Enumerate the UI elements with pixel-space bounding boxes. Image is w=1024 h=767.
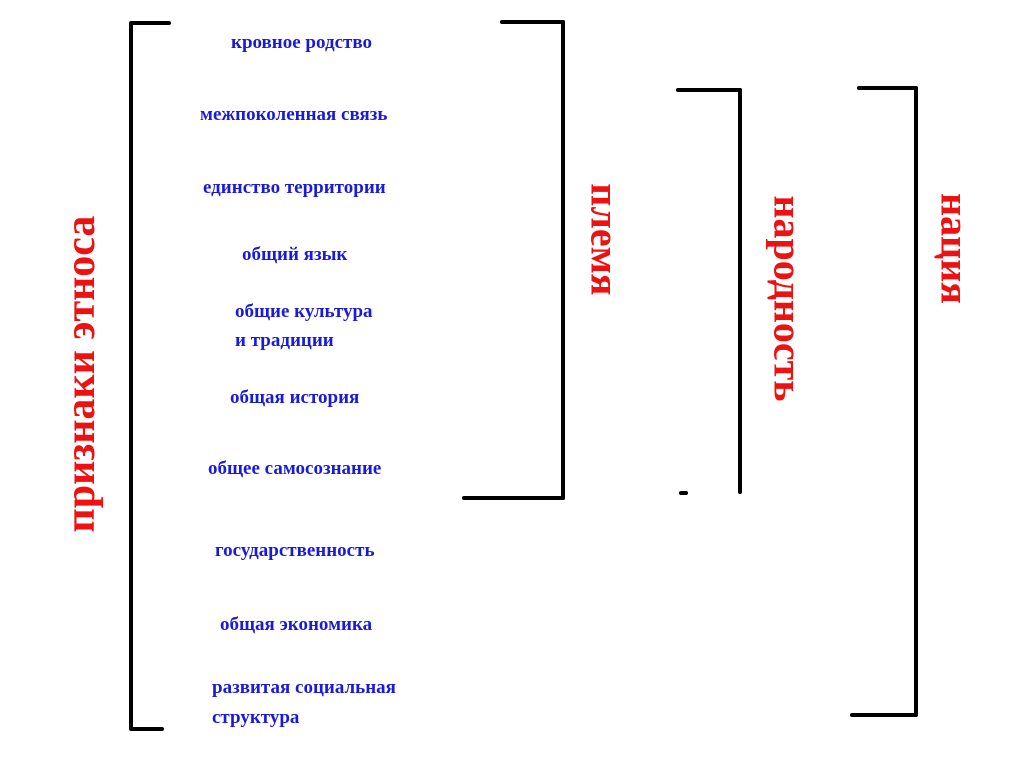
nation-bracket-bottom	[850, 713, 918, 717]
nation-bracket-top	[857, 86, 918, 90]
trait-common-history: общая история	[230, 387, 360, 408]
tribe-bracket-bottom	[462, 496, 565, 500]
trait-intergenerational-link: межпоколенная связь	[200, 104, 388, 125]
tribe-bracket-top	[500, 20, 565, 24]
nationality-bracket-vertical	[738, 88, 742, 494]
trait-common-language: общий язык	[242, 244, 348, 265]
trait-common-economy: общая экономика	[220, 614, 373, 635]
nationality-label: народность	[765, 195, 811, 402]
main-bracket-bottom	[129, 727, 164, 731]
main-bracket-vertical	[129, 22, 133, 730]
nationality-bracket-mark	[679, 491, 688, 495]
main-label: признаки этноса	[58, 215, 104, 533]
main-bracket-top	[129, 21, 171, 25]
nation-bracket-vertical	[914, 86, 918, 717]
tribe-label: племя	[582, 183, 628, 296]
nationality-bracket-top	[676, 88, 742, 92]
nation-label: нация	[932, 193, 978, 304]
trait-blood-kinship: кровное родство	[231, 32, 372, 53]
trait-culture-traditions: общие культура и традиции	[235, 301, 373, 351]
trait-territory-unity: единство территории	[203, 177, 386, 198]
trait-self-awareness: общее самосознание	[208, 458, 382, 479]
trait-statehood: государственность	[215, 540, 375, 561]
trait-social-structure: развитая социальная структура	[212, 677, 396, 728]
tribe-bracket-vertical	[561, 20, 565, 500]
